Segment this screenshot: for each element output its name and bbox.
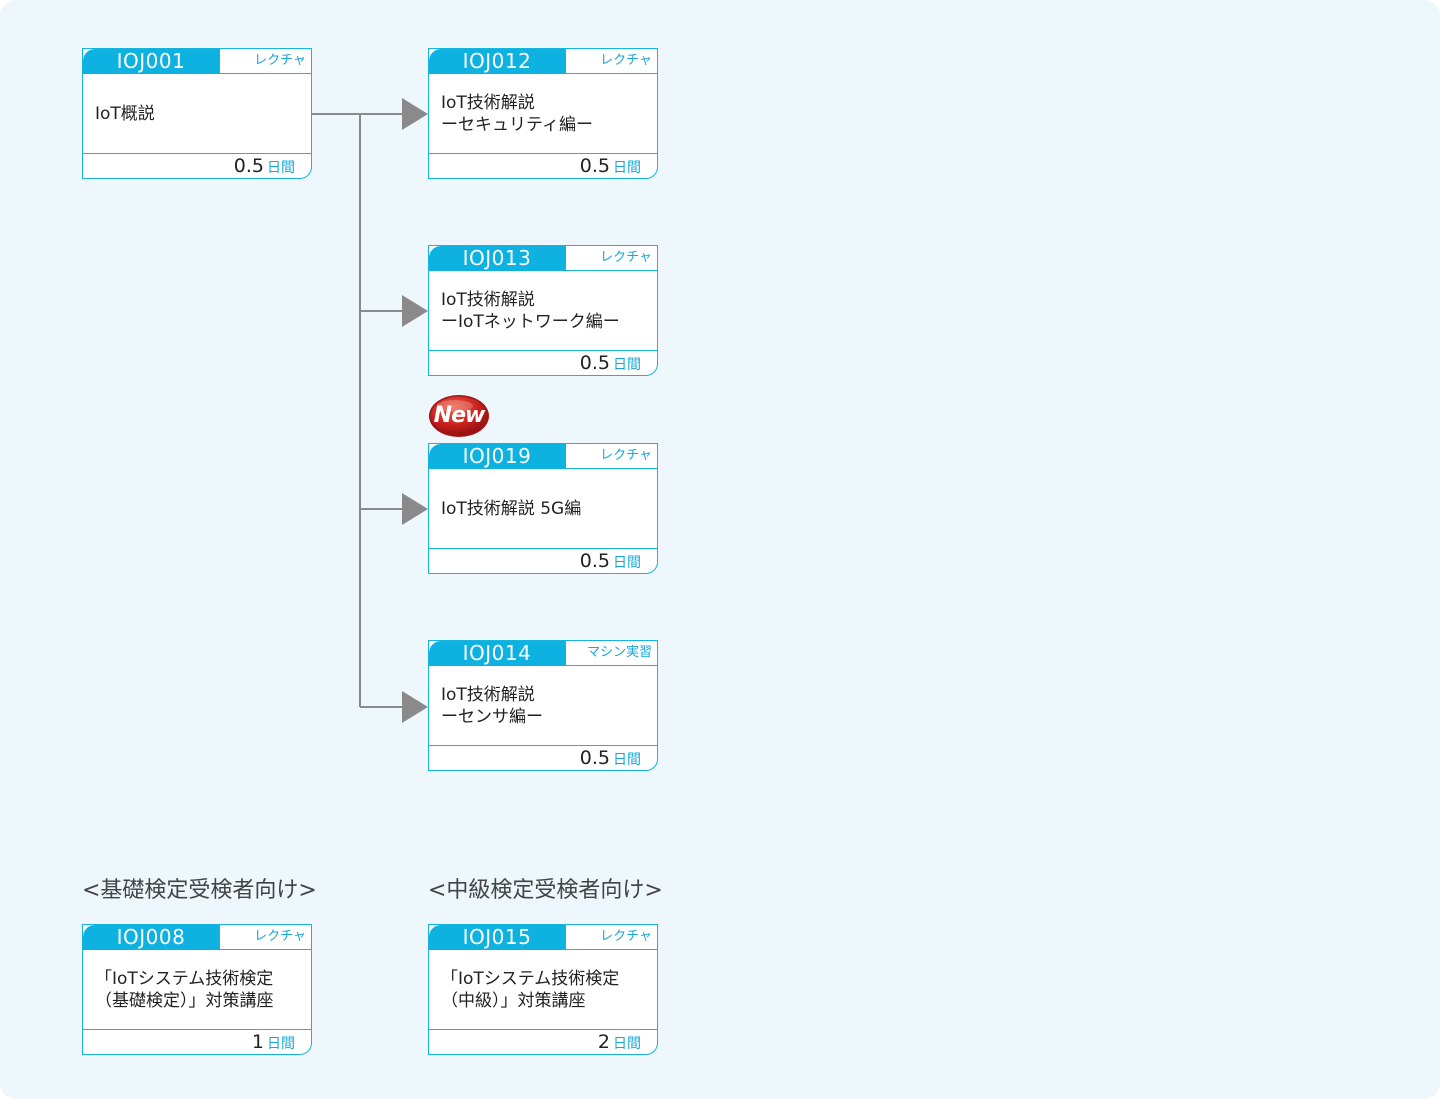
duration-unit: 日間 bbox=[613, 357, 641, 373]
arrowhead-sensor bbox=[402, 691, 428, 723]
section-heading-basic: <基礎検定受検者向け> bbox=[82, 878, 317, 903]
course-type: マシン実習 bbox=[565, 641, 657, 666]
new-badge-label: New bbox=[433, 403, 486, 428]
course-title: IoT技術解説 ーセンサ編ー bbox=[441, 666, 651, 746]
duration-unit: 日間 bbox=[613, 752, 641, 768]
course-title: IoT技術解説 ーセキュリティ編ー bbox=[441, 74, 651, 154]
course-type: レクチャ bbox=[219, 49, 311, 74]
course-type: レクチャ bbox=[565, 444, 657, 469]
duration-value: 2 bbox=[597, 1031, 610, 1053]
course-title-line: （中級）」対策講座 bbox=[441, 991, 586, 1011]
course-header: IOJ001 レクチャ bbox=[83, 49, 311, 74]
course-code: IOJ014 bbox=[429, 641, 565, 666]
course-title-line: IoT技術解説 5G編 bbox=[441, 499, 582, 519]
course-title-line: ーIoTネットワーク編ー bbox=[441, 312, 620, 332]
duration-value: 0.5 bbox=[579, 550, 610, 572]
course-code: IOJ008 bbox=[83, 925, 219, 950]
course-title-line: IoT技術解説 bbox=[441, 93, 535, 113]
duration-unit: 日間 bbox=[267, 160, 295, 176]
course-title: 「IoTシステム技術検定 （基礎検定）」対策講座 bbox=[95, 950, 305, 1030]
course-title-line: IoT概説 bbox=[95, 104, 155, 124]
duration-unit: 日間 bbox=[613, 1036, 641, 1052]
course-code: IOJ012 bbox=[429, 49, 565, 74]
course-title-line: 「IoTシステム技術検定 bbox=[95, 969, 274, 989]
course-code: IOJ019 bbox=[429, 444, 565, 469]
course-title-line: 「IoTシステム技術検定 bbox=[441, 969, 620, 989]
duration-unit: 日間 bbox=[613, 160, 641, 176]
course-type: レクチャ bbox=[565, 925, 657, 950]
duration-value: 1 bbox=[251, 1031, 264, 1053]
arrowhead-security bbox=[402, 98, 428, 130]
course-code: IOJ013 bbox=[429, 246, 565, 271]
course-type: レクチャ bbox=[565, 49, 657, 74]
course-header: IOJ013 レクチャ bbox=[429, 246, 657, 271]
course-type: レクチャ bbox=[219, 925, 311, 950]
course-header: IOJ014 マシン実習 bbox=[429, 641, 657, 666]
course-title-line: ーセンサ編ー bbox=[441, 707, 543, 727]
duration-unit: 日間 bbox=[267, 1036, 295, 1052]
course-header: IOJ012 レクチャ bbox=[429, 49, 657, 74]
duration-unit: 日間 bbox=[613, 555, 641, 571]
course-title-line: IoT技術解説 bbox=[441, 685, 535, 705]
duration-value: 0.5 bbox=[579, 155, 610, 177]
course-title: IoT技術解説 5G編 bbox=[441, 469, 651, 549]
course-header: IOJ015 レクチャ bbox=[429, 925, 657, 950]
course-title: 「IoTシステム技術検定 （中級）」対策講座 bbox=[441, 950, 651, 1030]
duration-value: 0.5 bbox=[579, 352, 610, 374]
course-header: IOJ019 レクチャ bbox=[429, 444, 657, 469]
section-heading-intermediate: <中級検定受検者向け> bbox=[428, 878, 663, 903]
course-title: IoT技術解説 ーIoTネットワーク編ー bbox=[441, 271, 651, 351]
course-title-line: IoT技術解説 bbox=[441, 290, 535, 310]
duration-value: 0.5 bbox=[233, 155, 264, 177]
new-badge-icon: New bbox=[428, 394, 490, 438]
course-type: レクチャ bbox=[565, 246, 657, 271]
course-title-line: ーセキュリティ編ー bbox=[441, 115, 593, 135]
course-code: IOJ015 bbox=[429, 925, 565, 950]
course-code: IOJ001 bbox=[83, 49, 219, 74]
duration-value: 0.5 bbox=[579, 747, 610, 769]
arrowhead-network bbox=[402, 295, 428, 327]
course-title-line: （基礎検定）」対策講座 bbox=[95, 991, 274, 1011]
course-title: IoT概説 bbox=[95, 74, 305, 154]
course-header: IOJ008 レクチャ bbox=[83, 925, 311, 950]
arrowhead-5g bbox=[402, 493, 428, 525]
